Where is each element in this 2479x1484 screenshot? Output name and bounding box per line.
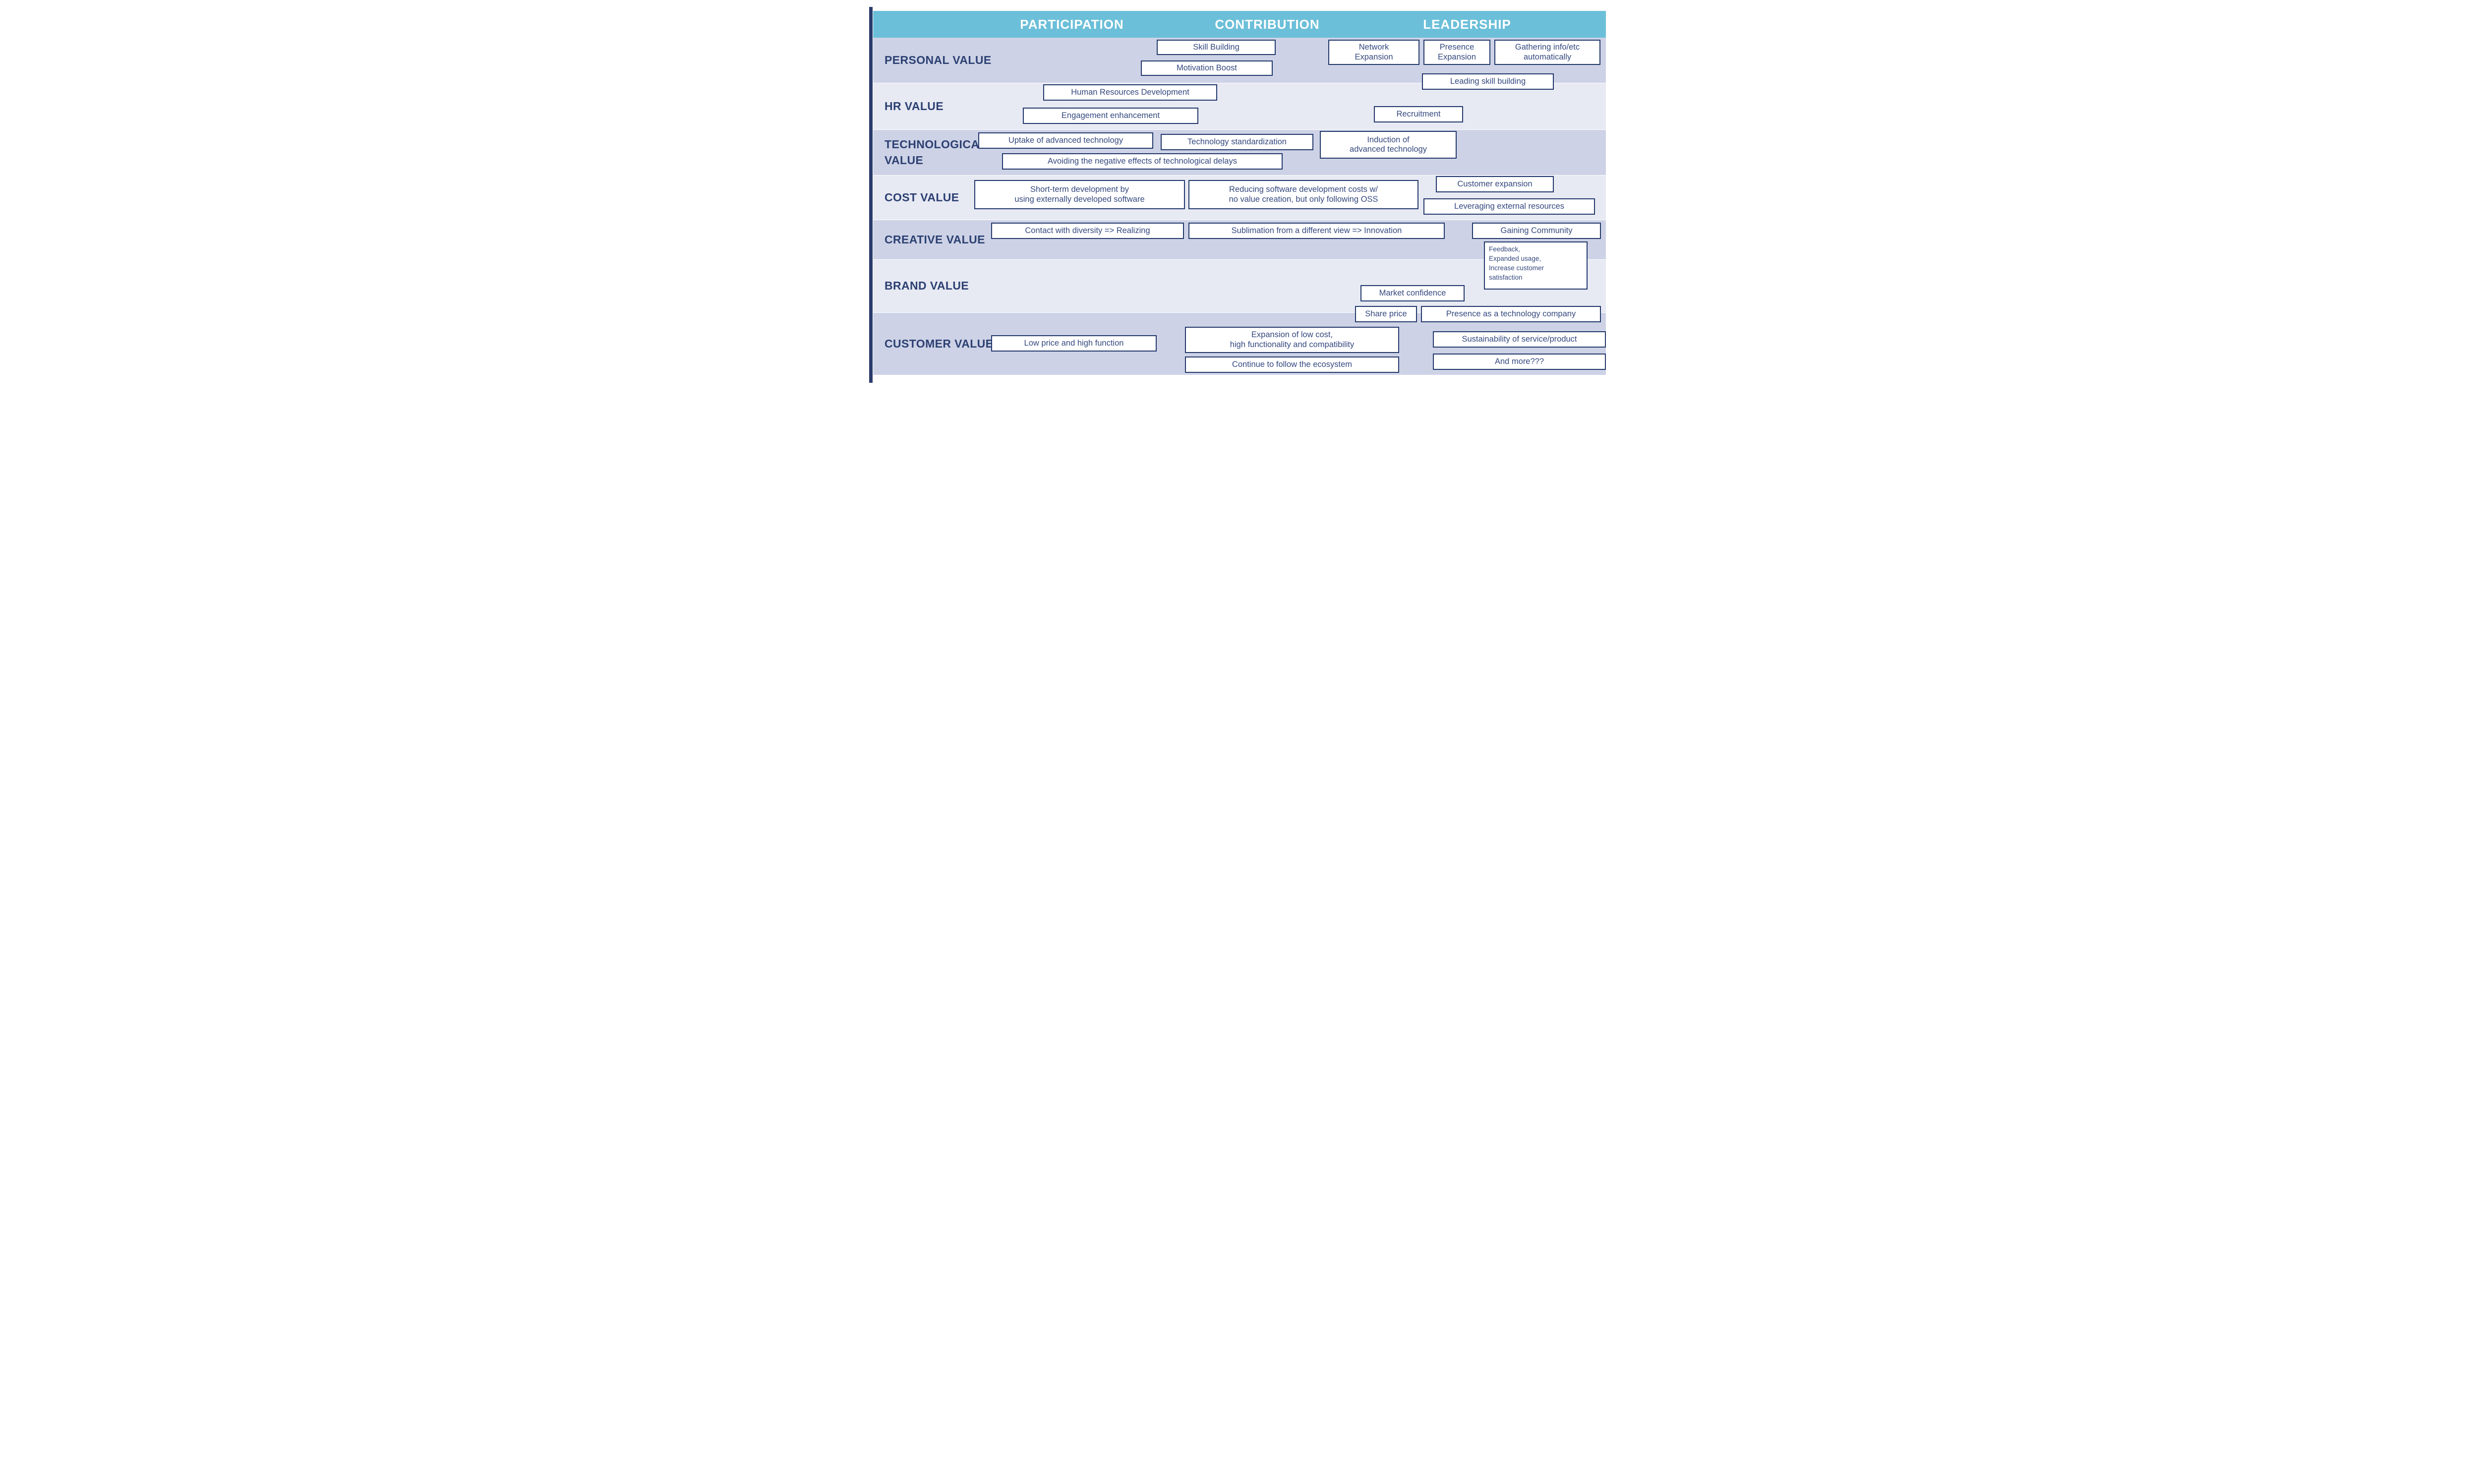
value-box: Engagement enhancement (1023, 108, 1198, 124)
value-box: Market confidence (1360, 285, 1465, 301)
value-box: Presence as a technology company (1421, 306, 1601, 322)
row-label-cost: COST VALUE (885, 190, 959, 204)
value-box: Skill Building (1157, 40, 1276, 55)
value-box: Low price and high function (991, 335, 1157, 352)
column-header-contribution: CONTRIBUTION (1215, 16, 1320, 32)
value-box: Technology standardization (1161, 134, 1313, 150)
value-box: Customer expansion (1436, 176, 1554, 192)
column-header-leadership: LEADERSHIP (1423, 16, 1511, 32)
value-box: Sublimation from a different view => Inn… (1188, 223, 1445, 239)
value-box: Feedback, Expanded usage, Increase custo… (1484, 241, 1588, 290)
value-box: Human Resources Development (1043, 84, 1217, 101)
value-box: Expansion of low cost, high functionalit… (1185, 327, 1399, 353)
column-header-participation: PARTICIPATION (1020, 16, 1124, 32)
value-box: Short-term development by using external… (974, 180, 1185, 209)
value-box: Induction of advanced technology (1320, 131, 1457, 159)
value-box: Avoiding the negative effects of technol… (1002, 153, 1283, 170)
row-label-hr: HR VALUE (885, 99, 944, 113)
value-box: Sustainability of service/product (1433, 331, 1606, 348)
left-accent-bar (869, 7, 873, 383)
value-box: Share price (1355, 306, 1417, 322)
value-box: Reducing software development costs w/ n… (1188, 180, 1418, 209)
value-box: Gathering info/etc automatically (1494, 40, 1600, 65)
value-box: Recruitment (1374, 106, 1463, 122)
row-brand: BRAND VALUE (873, 260, 1606, 313)
value-box: Contact with diversity => Realizing (991, 223, 1184, 239)
value-box: Motivation Boost (1141, 60, 1273, 76)
value-matrix-diagram: PARTICIPATION CONTRIBUTION LEADERSHIP PERS… (851, 0, 1628, 395)
value-box: Leveraging external resources (1423, 198, 1595, 215)
value-box: Continue to follow the ecosystem (1185, 356, 1399, 373)
value-box: Gaining Community (1472, 223, 1601, 239)
row-label-creative: CREATIVE VALUE (885, 233, 985, 246)
value-box: Leading skill building (1422, 73, 1554, 90)
row-hr: HR VALUE (873, 83, 1606, 130)
row-label-technological: TECHNOLOGICAL VALUE (885, 138, 987, 167)
value-box: Network Expansion (1328, 40, 1419, 65)
column-header-band (873, 11, 1606, 38)
value-box: Uptake of advanced technology (978, 132, 1153, 149)
row-label-brand: BRAND VALUE (885, 279, 969, 293)
value-box: Presence Expansion (1423, 40, 1490, 65)
row-label-personal: PERSONAL VALUE (885, 53, 992, 66)
row-label-customer: CUSTOMER VALUE (885, 337, 994, 350)
value-box: And more??? (1433, 354, 1606, 370)
